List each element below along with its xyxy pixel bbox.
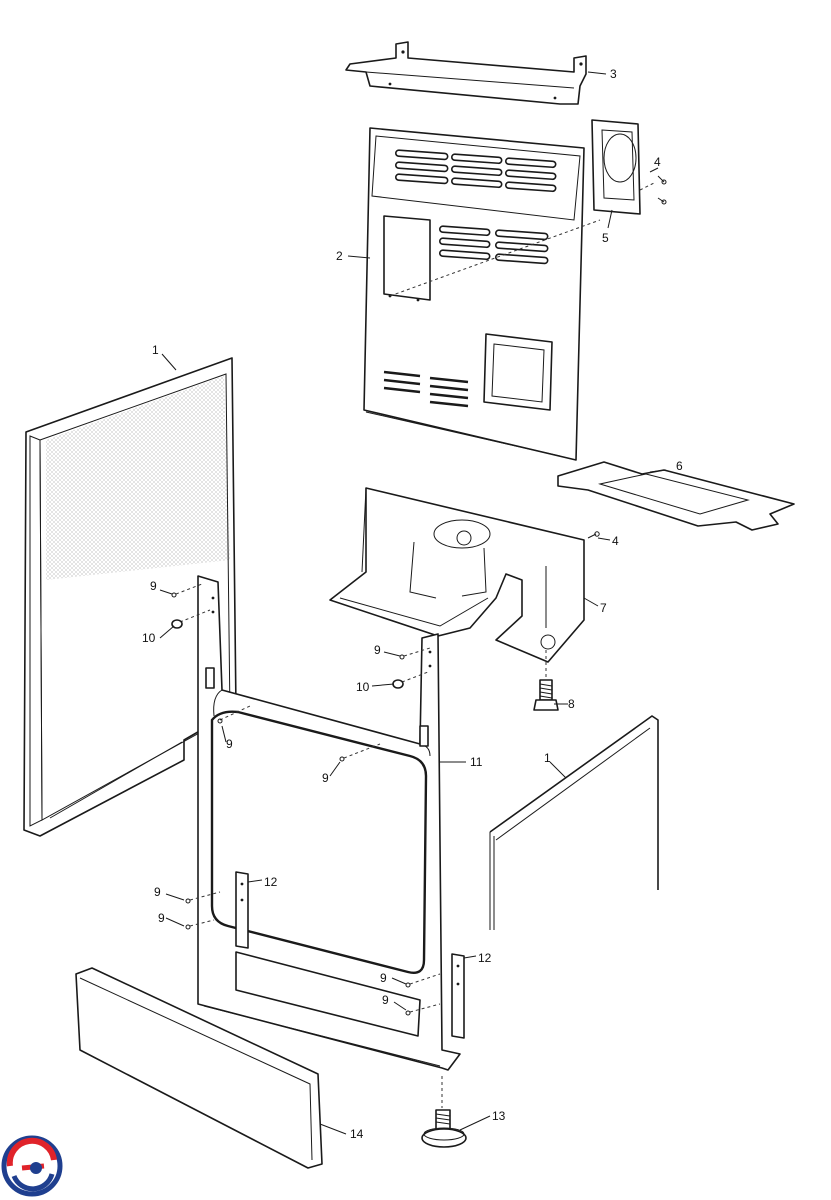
callout-labels: 3 4 5 2 1 6 4 7 8 9 10 9 10 9 9 11 1 12 … (142, 67, 683, 1141)
callout-9: 9 (374, 643, 381, 657)
part-3-top-bracket[interactable] (345, 41, 587, 105)
part-11-front-frame[interactable] (197, 575, 461, 1071)
callout-9: 9 (158, 911, 165, 925)
part-8-leveling-bolt[interactable] (533, 679, 559, 711)
callout-9: 9 (154, 885, 161, 899)
rear-panel-vents-middle (438, 225, 549, 265)
part-9-screws[interactable] (171, 583, 441, 1016)
callout-13: 13 (492, 1109, 506, 1123)
leader-lines (159, 71, 667, 1135)
rear-panel-vents-lower (383, 370, 469, 408)
part-14-kick-plate[interactable] (75, 967, 323, 1169)
part-7-bottom-tray[interactable] (329, 487, 585, 678)
part-4-screw-lower[interactable] (587, 531, 600, 539)
callout-14: 14 (350, 1127, 364, 1141)
callout-1: 1 (152, 343, 159, 357)
part-5-cover-plate[interactable] (591, 119, 641, 215)
callout-4: 4 (612, 534, 619, 548)
callout-12: 12 (264, 875, 278, 889)
callout-1: 1 (544, 751, 551, 765)
callout-4: 4 (654, 155, 661, 169)
callout-6: 6 (676, 459, 683, 473)
part-1-right-side-panel[interactable] (489, 715, 659, 930)
callout-9: 9 (380, 971, 387, 985)
brand-logo (1, 1135, 63, 1197)
part-4-screws-upper[interactable] (639, 175, 667, 205)
part-12-hinge-right[interactable] (451, 953, 465, 1039)
part-2-rear-panel[interactable] (363, 127, 601, 461)
callout-10: 10 (356, 680, 370, 694)
callout-5: 5 (602, 231, 609, 245)
callout-10: 10 (142, 631, 156, 645)
part-1-left-side-panel[interactable] (23, 357, 237, 837)
part-6-plate[interactable] (557, 461, 795, 531)
callout-3: 3 (610, 67, 617, 81)
part-13-leveling-foot[interactable] (421, 1076, 467, 1148)
callout-11: 11 (470, 755, 483, 769)
rear-panel-vents-upper (394, 149, 557, 193)
callout-8: 8 (568, 697, 575, 711)
callout-9: 9 (322, 771, 329, 785)
callout-9: 9 (150, 579, 157, 593)
part-10-washers[interactable] (171, 609, 429, 689)
callout-9: 9 (226, 737, 233, 751)
callout-9: 9 (382, 993, 389, 1007)
callout-12: 12 (478, 951, 492, 965)
part-12-hinge-left[interactable] (235, 871, 249, 949)
callout-2: 2 (336, 249, 343, 263)
callout-7: 7 (600, 601, 607, 615)
